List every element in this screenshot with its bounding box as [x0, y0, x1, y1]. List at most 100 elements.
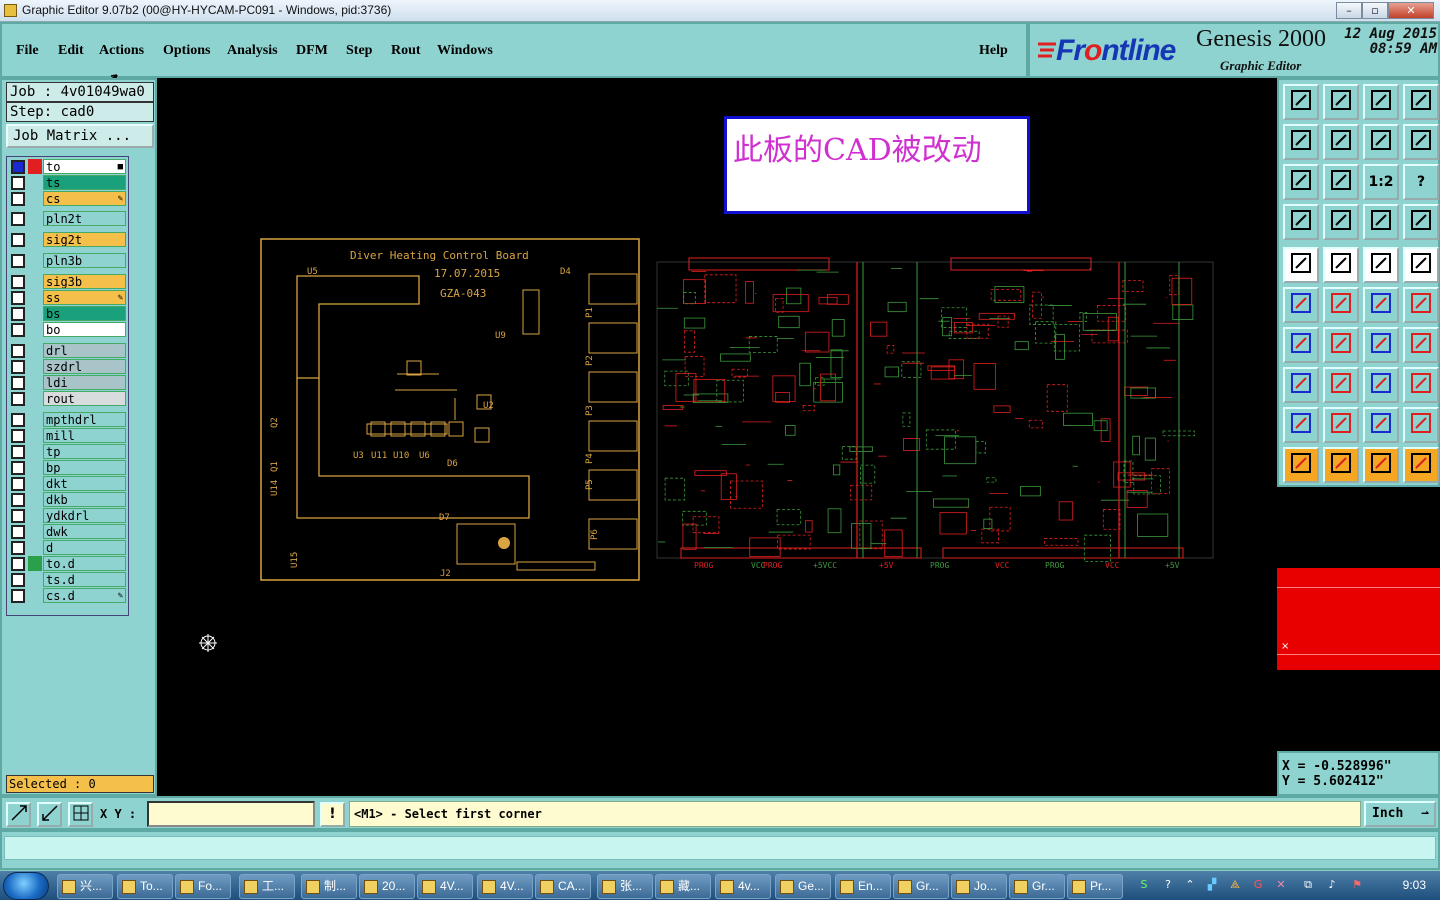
taskbar-item[interactable]: 藏... — [655, 874, 711, 899]
tray-network-icon[interactable]: ⟁ — [1230, 878, 1240, 891]
layer-checkbox[interactable] — [11, 392, 25, 406]
layer-row[interactable]: bo — [9, 322, 128, 337]
select-multi-button[interactable] — [1403, 447, 1439, 483]
zoom-ratio-button[interactable]: 1:2 — [1363, 164, 1399, 200]
menu-rout[interactable]: Rout — [391, 43, 421, 58]
layer-checkbox[interactable] — [11, 307, 25, 321]
step-field[interactable]: Step: cad0 — [6, 102, 154, 122]
zoom-center-button[interactable] — [1323, 164, 1359, 200]
layer-checkbox[interactable] — [11, 176, 25, 190]
line-node-button[interactable] — [1363, 287, 1399, 323]
layer-row[interactable]: dwk — [9, 524, 128, 539]
arc-button[interactable] — [1363, 327, 1399, 363]
grid-button[interactable] — [68, 802, 93, 827]
ruler-button[interactable] — [1363, 247, 1399, 283]
layer-checkbox[interactable] — [11, 376, 25, 390]
taskbar-item[interactable]: Ge... — [775, 874, 831, 899]
layer-checkbox[interactable] — [11, 509, 25, 523]
layer-row[interactable]: to■ — [9, 159, 128, 174]
layer-row[interactable]: cs.d✎ — [9, 588, 128, 603]
layer-row[interactable]: dkb — [9, 492, 128, 507]
volume-icon[interactable]: ♪ — [1328, 878, 1336, 891]
layer-row[interactable]: ts — [9, 175, 128, 190]
layer-row[interactable]: pln2t — [9, 211, 128, 226]
layer-row[interactable]: ydkdrl — [9, 508, 128, 523]
menu-windows[interactable]: Windows — [437, 43, 493, 58]
layer-checkbox[interactable] — [11, 413, 25, 427]
layer-row[interactable]: ss✎ — [9, 290, 128, 305]
layer-row[interactable]: ldi — [9, 375, 128, 390]
move-node-button[interactable] — [1283, 367, 1319, 403]
pad-button[interactable] — [1283, 247, 1319, 283]
layer-row[interactable]: ts.d — [9, 572, 128, 587]
tray-window-icon[interactable]: ⧉ — [1304, 878, 1312, 891]
mirror-button[interactable] — [1363, 124, 1399, 160]
layer-row[interactable]: szdrl — [9, 359, 128, 374]
layer-row[interactable]: mill — [9, 428, 128, 443]
snap-right-button[interactable] — [1323, 124, 1359, 160]
xy-input[interactable] — [147, 801, 315, 827]
layer-checkbox[interactable] — [11, 573, 25, 587]
taskbar-item[interactable]: En... — [835, 874, 891, 899]
measure-button[interactable] — [37, 802, 62, 827]
taskbar-item[interactable]: 4V... — [417, 874, 473, 899]
circle-button[interactable] — [1403, 247, 1439, 283]
tray-app-icon[interactable]: S — [1140, 878, 1148, 891]
nodes-button[interactable] — [1283, 287, 1319, 323]
warning-button[interactable]: ! — [320, 802, 345, 827]
layer-checkbox[interactable] — [11, 360, 25, 374]
layer-row[interactable]: d — [9, 540, 128, 555]
menu-file[interactable]: File — [16, 43, 39, 58]
taskbar-item[interactable]: 兴... — [57, 874, 113, 899]
layer-checkbox[interactable] — [11, 344, 25, 358]
taskbar-item[interactable]: Gr... — [893, 874, 949, 899]
layer-checkbox[interactable] — [11, 429, 25, 443]
menu-help[interactable]: Help — [979, 43, 1008, 58]
slash-button[interactable] — [1323, 327, 1359, 363]
close-button[interactable]: ✕ — [1388, 2, 1434, 19]
taskbar-item[interactable]: Jo... — [951, 874, 1007, 899]
taskbar-item[interactable]: CA... — [535, 874, 591, 899]
tray-x-icon[interactable]: ✕ — [1276, 878, 1286, 891]
taskbar-item[interactable]: 4V... — [477, 874, 533, 899]
triangle-red-button[interactable] — [1283, 407, 1319, 443]
grid-view-button[interactable] — [1323, 204, 1359, 240]
open-step-button[interactable] — [1283, 84, 1319, 120]
layer-checkbox[interactable] — [11, 541, 25, 555]
snap-left-button[interactable] — [1283, 124, 1319, 160]
layer-row[interactable]: rout — [9, 391, 128, 406]
minus-button[interactable] — [1323, 367, 1359, 403]
layer-row[interactable]: drl — [9, 343, 128, 358]
start-button[interactable] — [3, 872, 49, 900]
line-node-red-button[interactable] — [1403, 287, 1439, 323]
layer-row[interactable]: pln3b — [9, 253, 128, 268]
triangle-blue-button[interactable] — [1323, 407, 1359, 443]
layer-checkbox[interactable] — [11, 477, 25, 491]
angle-button[interactable] — [1283, 327, 1319, 363]
tray-g-icon[interactable]: G — [1253, 878, 1263, 891]
taskbar-item[interactable]: 张... — [597, 874, 653, 899]
split-button[interactable] — [1403, 327, 1439, 363]
job-matrix-button[interactable]: Job Matrix ... — [6, 124, 154, 148]
sort-button[interactable] — [1403, 124, 1439, 160]
layer-row[interactable]: cs✎ — [9, 191, 128, 206]
minimize-button[interactable]: – — [1336, 2, 1362, 19]
menu-analysis[interactable]: Analysis — [227, 43, 278, 58]
layer-checkbox[interactable] — [11, 291, 25, 305]
tray-flag-icon[interactable]: ▞ — [1207, 878, 1217, 891]
resize-button[interactable] — [1363, 367, 1399, 403]
tray-alert-icon[interactable]: ⚑ — [1352, 878, 1362, 891]
layer-row[interactable]: to.d — [9, 556, 128, 571]
tray-chevron-icon[interactable]: ⌃ — [1185, 878, 1195, 891]
layer-row[interactable]: bs — [9, 306, 128, 321]
layer-row[interactable]: mpthdrl — [9, 412, 128, 427]
layer-checkbox[interactable] — [11, 233, 25, 247]
zoom-fit-button[interactable] — [1283, 164, 1319, 200]
layers-red-button[interactable] — [1363, 204, 1399, 240]
menu-step[interactable]: Step — [346, 43, 373, 58]
layer-checkbox[interactable] — [11, 461, 25, 475]
taskbar-item[interactable]: Fo... — [175, 874, 231, 899]
layer-row[interactable]: dkt — [9, 476, 128, 491]
layer-checkbox[interactable] — [11, 254, 25, 268]
